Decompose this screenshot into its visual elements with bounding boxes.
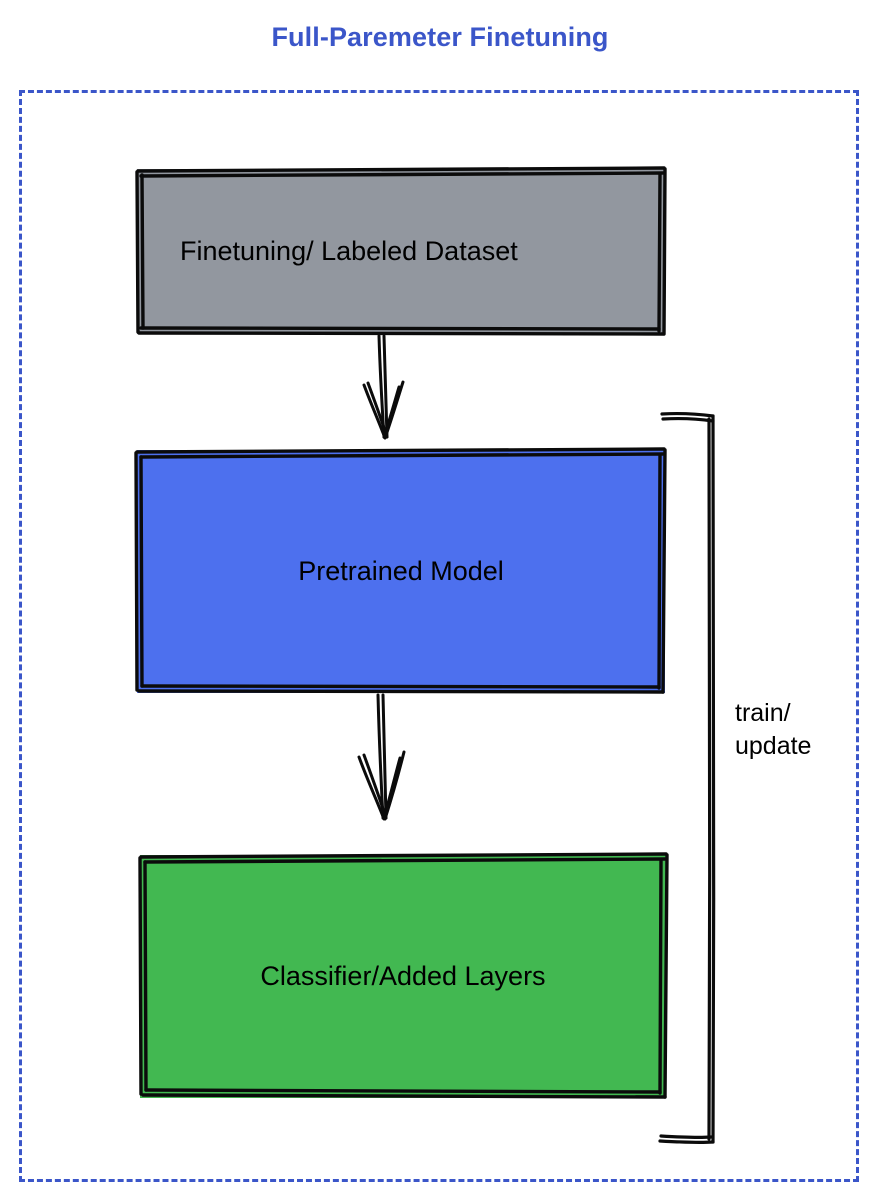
connector-label-train-update: train/ update	[735, 699, 812, 760]
node-classifier-added-layers[interactable]: Classifier/Added Layers	[140, 855, 666, 1098]
node-label-dataset: Finetuning/ Labeled Dataset	[180, 236, 518, 267]
node-finetuning-dataset[interactable]: Finetuning/ Labeled Dataset	[137, 169, 665, 334]
page-title: Full-Paremeter Finetuning	[271, 22, 609, 52]
node-label-classifier: Classifier/Added Layers	[260, 961, 546, 992]
dashed-group-frame	[19, 90, 859, 1182]
node-label-pretrained: Pretrained Model	[298, 556, 504, 587]
node-pretrained-model[interactable]: Pretrained Model	[137, 450, 665, 693]
